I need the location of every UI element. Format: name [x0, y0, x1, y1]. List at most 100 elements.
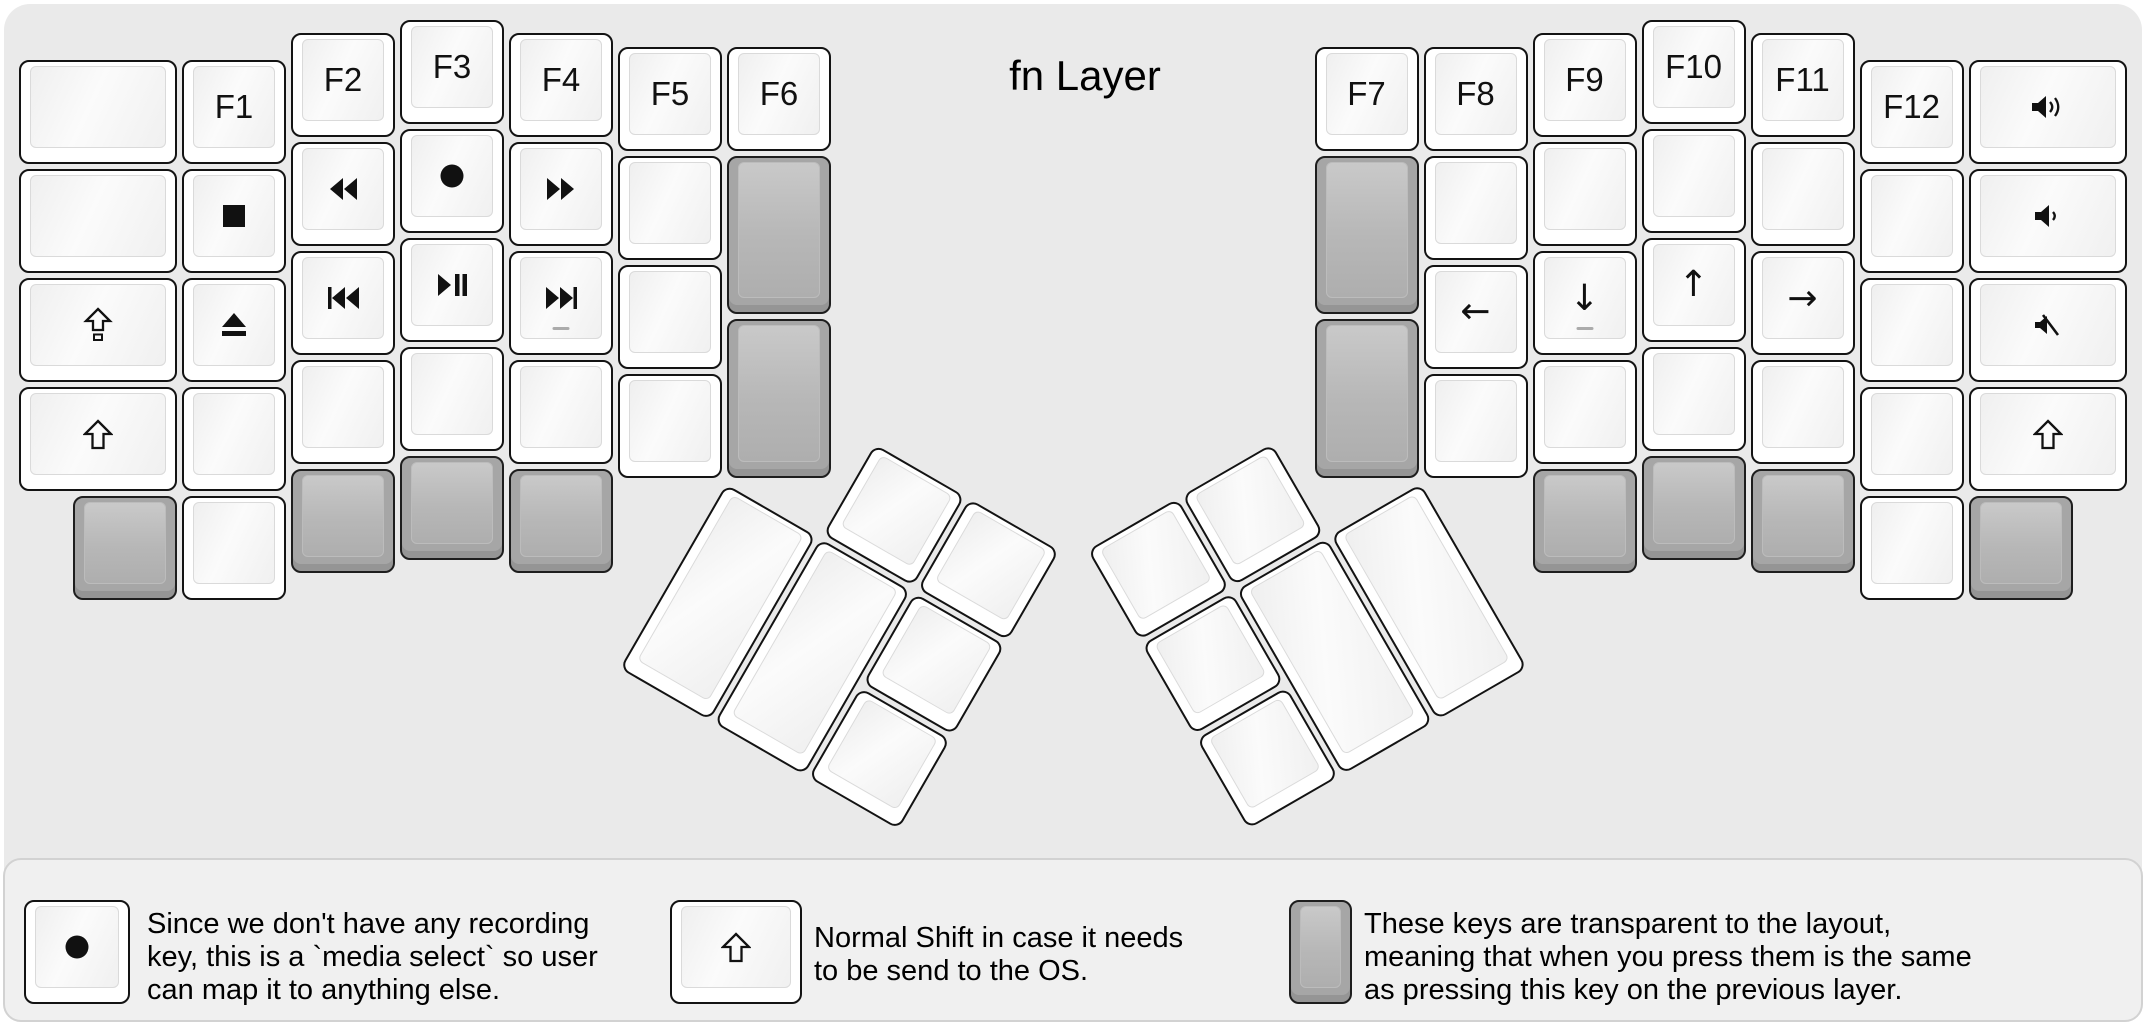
keycap-surface [1761, 148, 1844, 231]
key-volume-up[interactable] [1968, 60, 2127, 165]
key-eject[interactable] [182, 278, 286, 383]
key-play-pause[interactable] [400, 237, 504, 342]
key-f3[interactable]: F3 [400, 19, 504, 124]
key-arrow-left[interactable]: ← [1423, 264, 1528, 369]
key-blank[interactable] [1532, 360, 1637, 465]
keycap-surface: F1 [193, 66, 275, 149]
keycap-surface [738, 161, 820, 299]
keycap-surface [193, 393, 275, 476]
key-next-track[interactable] [509, 251, 613, 356]
key-transparent[interactable] [1314, 155, 1419, 315]
key-blank[interactable] [1859, 278, 1964, 383]
keycap-surface [1979, 175, 2116, 258]
key-arrow-right[interactable]: → [1750, 251, 1855, 356]
legend-transparent-text: These keys are transparent to the layout… [1364, 908, 1972, 1006]
shift-icon [82, 419, 113, 450]
key-transparent[interactable] [727, 319, 831, 478]
keycap-surface [302, 475, 384, 558]
keycap-surface: F3 [411, 25, 493, 108]
key-blank[interactable] [1750, 142, 1855, 247]
key-f9[interactable]: F9 [1532, 33, 1637, 138]
key-label: F5 [650, 74, 690, 112]
legend-transparent-key-cap [1289, 900, 1352, 1004]
keycap-surface [302, 257, 384, 340]
key-label: F12 [1883, 88, 1940, 126]
key-blank[interactable] [509, 360, 613, 465]
key-shift-right[interactable] [1968, 387, 2127, 492]
key-f5[interactable]: F5 [618, 46, 722, 151]
keycap-surface [193, 284, 275, 367]
key-f12[interactable]: F12 [1859, 60, 1964, 165]
key-f2[interactable]: F2 [291, 33, 395, 138]
keycap-surface [29, 66, 166, 149]
key-fast-forward[interactable] [509, 142, 613, 247]
key-blank[interactable] [1859, 169, 1964, 274]
key-f8[interactable]: F8 [1423, 46, 1528, 151]
key-caps-lock[interactable] [18, 278, 177, 383]
key-blank[interactable] [1423, 155, 1528, 260]
keycap-surface [411, 243, 493, 326]
keycap-surface [29, 175, 166, 258]
key-blank[interactable] [182, 496, 286, 601]
key-transparent[interactable] [400, 455, 504, 560]
key-f11[interactable]: F11 [1750, 33, 1855, 138]
key-blank[interactable] [291, 360, 395, 465]
key-f10[interactable]: F10 [1641, 19, 1746, 124]
keycap-surface [29, 284, 166, 367]
keycap-surface [302, 148, 384, 231]
key-transparent[interactable] [1968, 496, 2073, 601]
key-volume-down[interactable] [1968, 169, 2127, 274]
key-blank[interactable] [182, 387, 286, 492]
key-transparent[interactable] [1641, 455, 1746, 560]
key-blank[interactable] [1641, 346, 1746, 451]
keycap-surface: → [1761, 257, 1844, 340]
keycap-surface [1434, 379, 1517, 462]
key-blank[interactable] [1859, 496, 1964, 601]
key-blank[interactable] [618, 264, 722, 369]
arrow-down-icon: ↓ [1569, 277, 1600, 319]
play-pause-icon [437, 273, 468, 297]
keycap-surface [1979, 284, 2116, 367]
key-f7[interactable]: F7 [1314, 46, 1419, 151]
key-transparent[interactable] [1314, 319, 1419, 478]
key-f4[interactable]: F4 [509, 33, 613, 138]
key-blank[interactable] [1750, 360, 1855, 465]
arrow-up-icon: ↑ [1678, 264, 1709, 305]
key-blank[interactable] [1423, 373, 1528, 478]
key-media-select-record[interactable] [400, 128, 504, 233]
keycap-surface: F8 [1434, 52, 1517, 135]
key-volume-mute[interactable] [1968, 278, 2127, 383]
key-blank[interactable] [400, 346, 504, 451]
keycap-surface: F5 [629, 52, 711, 135]
key-arrow-down[interactable]: ↓ [1532, 251, 1637, 356]
key-arrow-up[interactable]: ↑ [1641, 237, 1746, 342]
key-transparent[interactable] [1532, 469, 1637, 574]
key-f6[interactable]: F6 [727, 46, 831, 151]
key-label: F7 [1347, 74, 1386, 112]
key-blank[interactable] [618, 155, 722, 260]
key-stop[interactable] [182, 169, 286, 274]
key-blank[interactable] [618, 373, 722, 478]
key-label: F9 [1565, 61, 1604, 99]
key-transparent[interactable] [1750, 469, 1855, 574]
key-f1[interactable]: F1 [182, 60, 286, 165]
key-shift-left[interactable] [18, 387, 177, 492]
keycap-surface [1979, 502, 2062, 585]
key-previous-track[interactable] [291, 251, 395, 356]
key-blank[interactable] [18, 60, 177, 165]
key-blank[interactable] [18, 169, 177, 274]
key-rewind[interactable] [291, 142, 395, 247]
keycap-surface [411, 352, 493, 435]
legend-shift-key-cap [670, 900, 802, 1004]
key-transparent[interactable] [73, 496, 177, 601]
key-transparent[interactable] [291, 469, 395, 574]
keycap-surface [1099, 508, 1212, 621]
keycap-surface [934, 508, 1047, 621]
key-blank[interactable] [1641, 128, 1746, 233]
key-transparent[interactable] [727, 155, 831, 315]
key-blank[interactable] [1859, 387, 1964, 492]
key-blank[interactable] [1532, 142, 1637, 247]
keycap-surface [193, 502, 275, 585]
key-transparent[interactable] [509, 469, 613, 574]
